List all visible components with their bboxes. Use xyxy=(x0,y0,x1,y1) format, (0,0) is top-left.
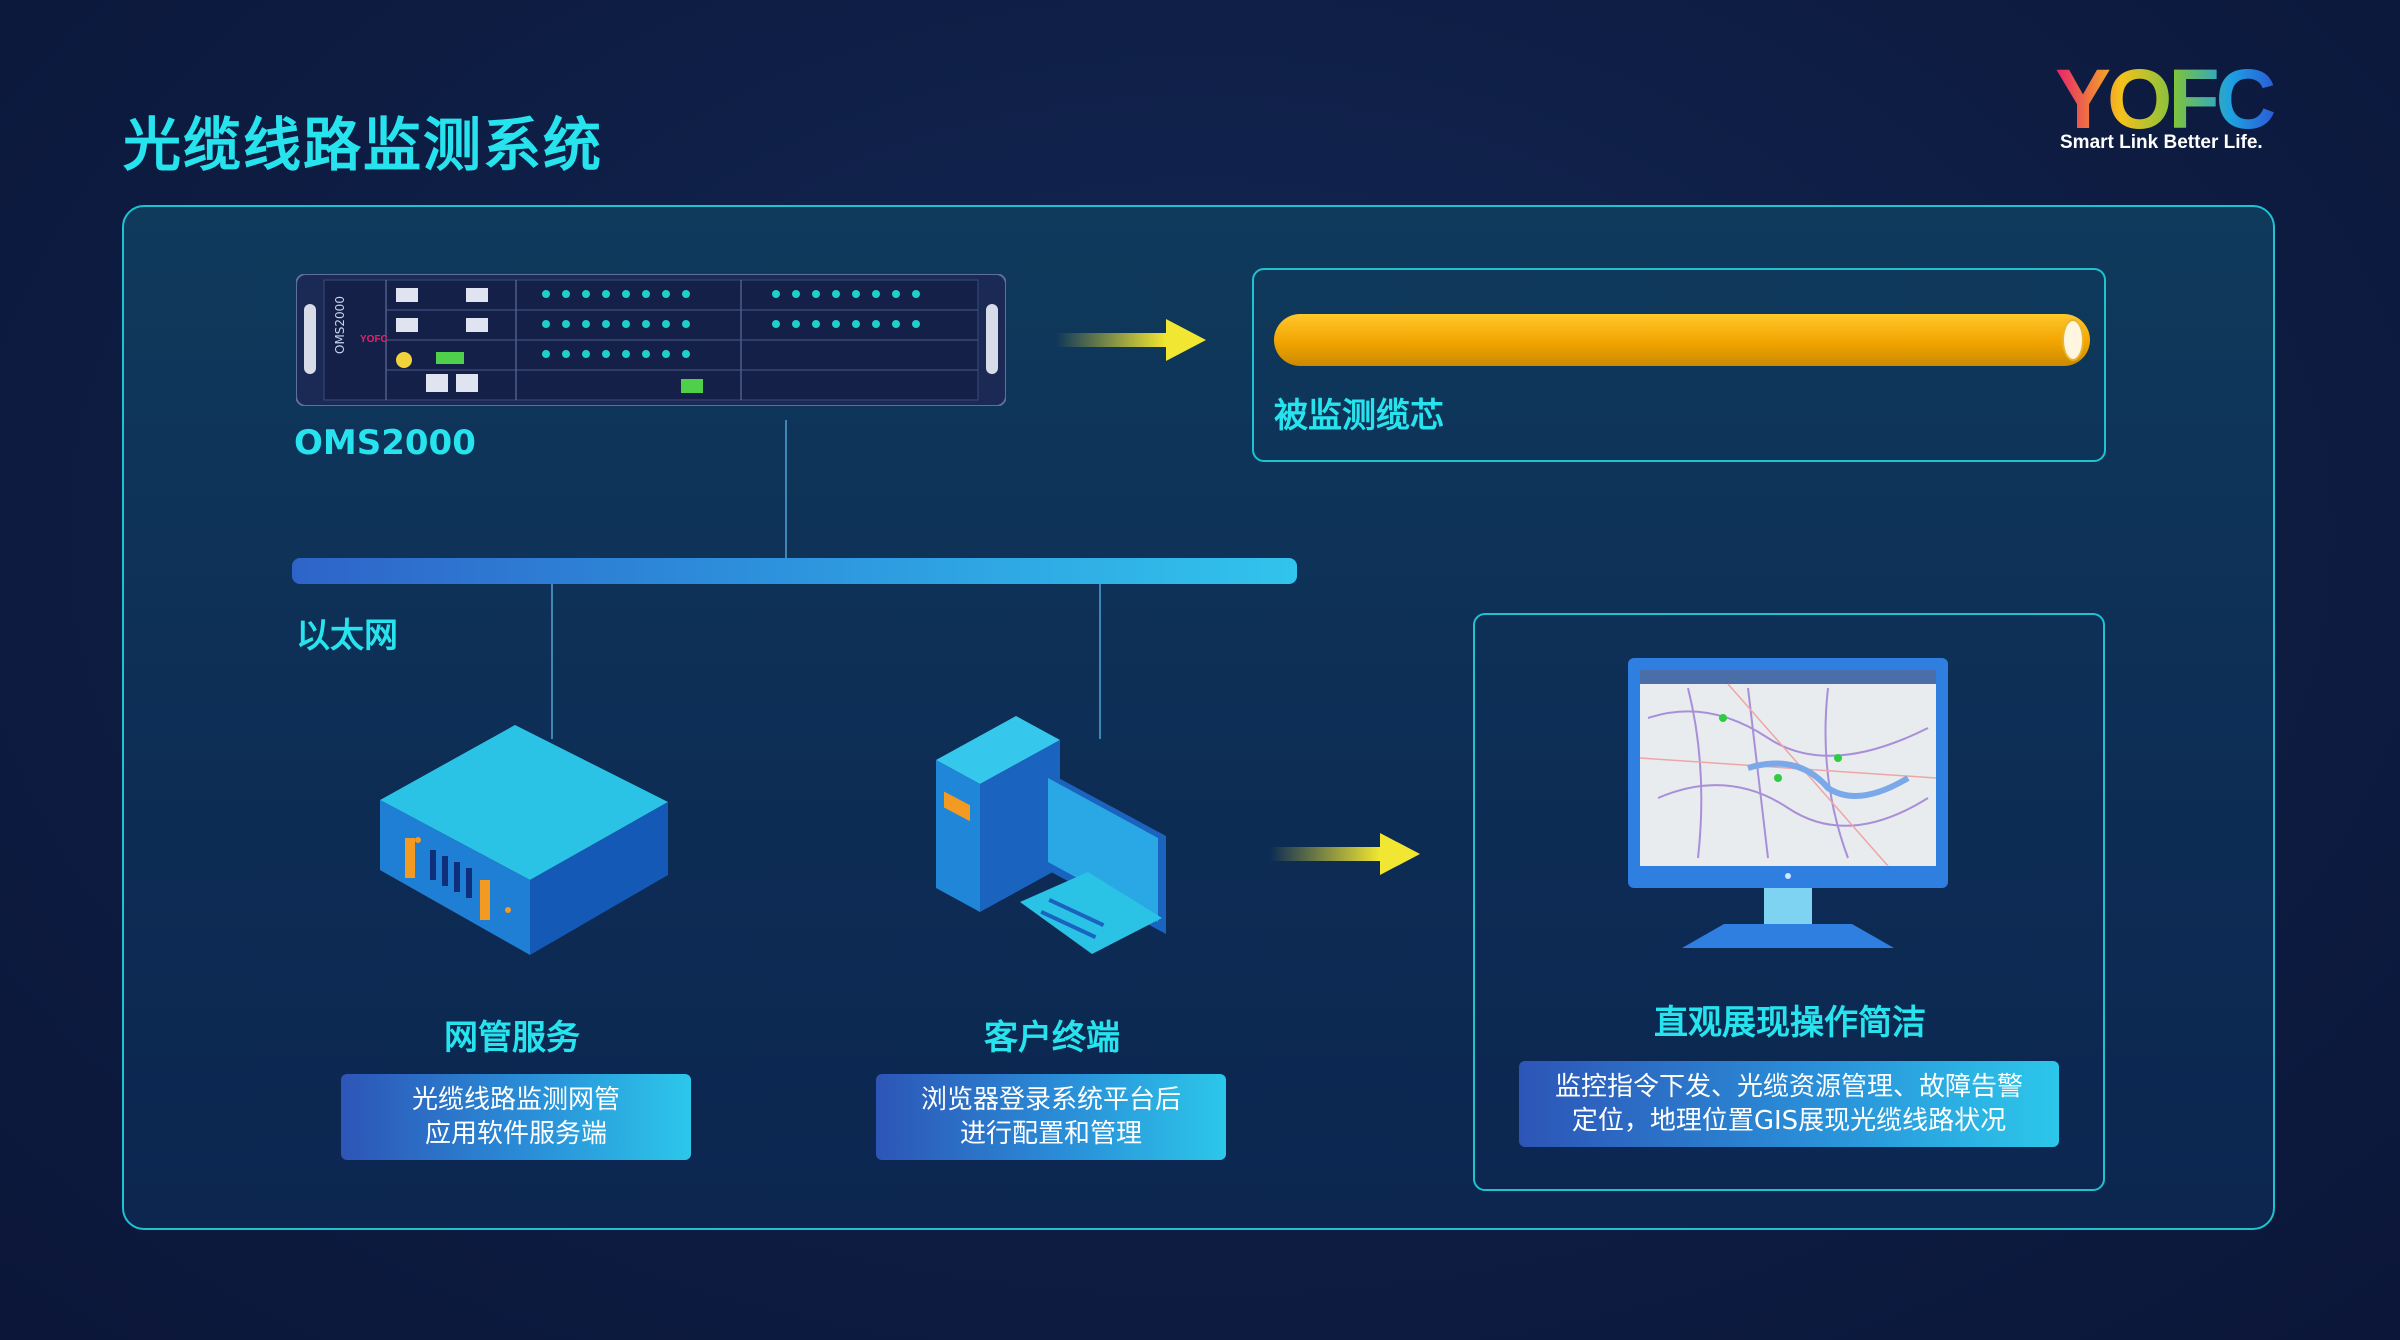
fiber-label: 被监测缆芯 xyxy=(1274,396,1444,436)
ethernet-label: 以太网 xyxy=(296,616,398,656)
gis-description: 监控指令下发、光缆资源管理、故障告警 定位，地理位置GIS展现光缆线路状况 xyxy=(1519,1061,2059,1147)
server-connector-line xyxy=(551,584,553,739)
gis-desc-line: 监控指令下发、光缆资源管理、故障告警 xyxy=(1554,1072,2023,1102)
client-connector-line xyxy=(1099,584,1101,739)
ethernet-bus xyxy=(292,558,1297,584)
gis-display-box xyxy=(1473,613,2105,1191)
gis-title: 直观展现操作简洁 xyxy=(1654,1003,1926,1043)
svg-text:YOFC: YOFC xyxy=(2055,60,2275,138)
server-title: 网管服务 xyxy=(444,1018,580,1058)
server-description: 光缆线路监测网管 应用软件服务端 xyxy=(341,1074,691,1160)
monitor-map-icon xyxy=(1628,658,1948,948)
server-desc-line: 光缆线路监测网管 xyxy=(411,1085,620,1115)
computer-icon xyxy=(936,716,1166,954)
device-label: OMS2000 xyxy=(294,423,476,463)
oms2000-device-image: OMS2000 YOFC xyxy=(296,274,1006,406)
page-title: 光缆线路监测系统 xyxy=(123,111,604,179)
right-arrow-icon xyxy=(1056,319,1206,361)
client-desc-line: 进行配置和管理 xyxy=(959,1119,1142,1149)
client-desc-line: 浏览器登录系统平台后 xyxy=(920,1085,1181,1115)
right-arrow-icon xyxy=(1270,833,1420,875)
client-title: 客户终端 xyxy=(984,1018,1120,1058)
svg-text:OMS2000: OMS2000 xyxy=(333,296,347,354)
monitored-fiber-box: 被监测缆芯 xyxy=(1252,268,2106,462)
brand-slogan: Smart Link Better Life. xyxy=(2060,132,2263,153)
yofc-logo: YOFC Smart Link Better Life. xyxy=(2055,60,2285,160)
server-icon xyxy=(380,725,668,955)
gis-desc-line: 定位，地理位置GIS展现光缆线路状况 xyxy=(1571,1106,2007,1136)
client-description: 浏览器登录系统平台后 进行配置和管理 xyxy=(876,1074,1226,1160)
server-desc-line: 应用软件服务端 xyxy=(424,1119,607,1149)
yofc-logo-mark: YOFC xyxy=(2055,60,2279,138)
svg-text:YOFC: YOFC xyxy=(360,334,388,345)
device-connector-line xyxy=(785,420,787,560)
fiber-cable-image xyxy=(1274,314,2090,366)
fiber-end-cap xyxy=(2062,319,2084,361)
